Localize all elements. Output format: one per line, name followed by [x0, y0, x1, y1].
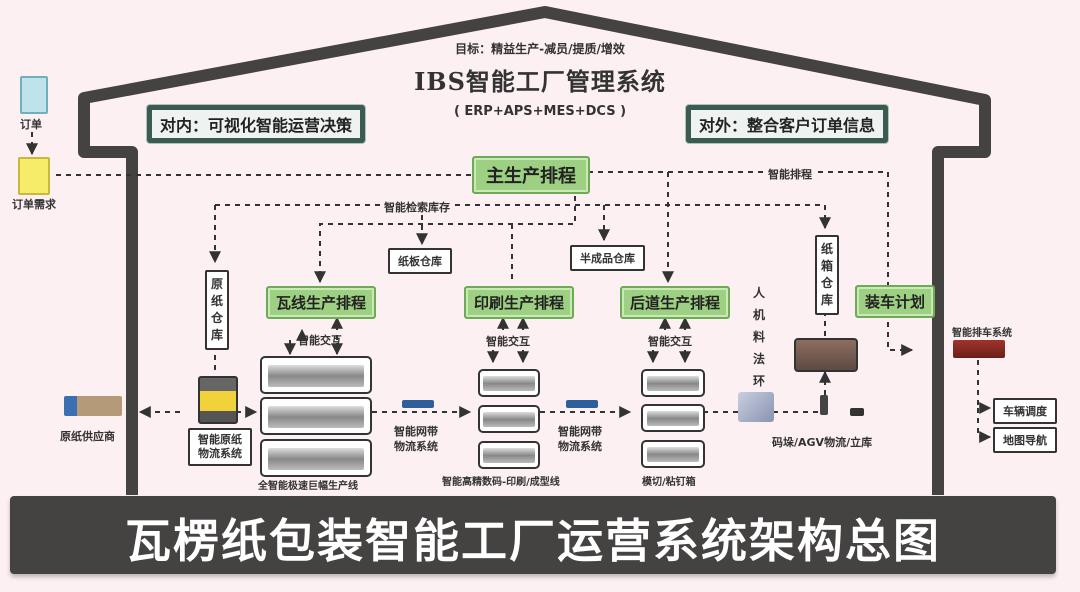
- mesh-belt-2-line2: 物流系统: [558, 440, 602, 453]
- finishing-line-label: 模切/粘钉箱: [642, 477, 696, 488]
- interaction-label-printing: 智能交互: [486, 335, 530, 348]
- loading-plan: 装车计划: [855, 285, 936, 318]
- palletizer-robot-icon: [738, 392, 774, 422]
- dispatch-system-label: 智能排车系统: [952, 328, 1012, 339]
- raw-paper-logistics-image: [198, 376, 238, 424]
- mesh-belt-icon-2: [566, 400, 598, 408]
- factors-label: 人机料法环: [752, 286, 765, 388]
- system-subtitle: ( ERP+APS+MES+DCS ): [453, 104, 627, 119]
- printing-machine-1: [478, 369, 540, 397]
- vehicle-dispatch-box: 车辆调度: [993, 398, 1057, 424]
- dispatch-truck-icon: [953, 340, 1005, 358]
- order-document-icon: [20, 76, 48, 114]
- external-order-box: 对外：整合客户订单信息: [686, 105, 889, 143]
- goal-text: 目标：精益生产-减员/提质/增效: [455, 42, 625, 56]
- order-label: 订单: [20, 118, 42, 131]
- board-warehouse: 纸板仓库: [388, 248, 452, 274]
- mesh-belt-icon: [402, 400, 434, 408]
- title-banner: [10, 496, 1056, 574]
- mesh-belt-1-line1: 智能网带: [394, 425, 438, 438]
- printing-machine-2: [478, 405, 540, 433]
- printing-machine-3: [478, 441, 540, 469]
- raw-paper-logistics-line2: 物流系统: [198, 447, 242, 460]
- interaction-label-corrugator: 智能交互: [298, 334, 342, 347]
- finishing-schedule: 后道生产排程: [620, 286, 731, 319]
- internal-decision-box: 对内：可视化智能运营决策: [147, 105, 366, 143]
- smart-schedule-label: 智能排程: [766, 166, 814, 182]
- mesh-belt-label-2: 智能网带 物流系统: [558, 424, 602, 454]
- mesh-belt-2-line1: 智能网带: [558, 425, 602, 438]
- corrugator-schedule: 瓦线生产排程: [266, 286, 377, 319]
- supplier-label: 原纸供应商: [60, 430, 115, 443]
- smart-inventory-label: 智能检索库存: [382, 199, 452, 215]
- supplier-truck-icon: [64, 396, 122, 416]
- carton-warehouse: 纸箱仓库: [815, 235, 839, 315]
- map-navigation-box: 地图导航: [993, 427, 1057, 453]
- finishing-machine-1: [641, 369, 705, 397]
- mesh-belt-1-line2: 物流系统: [394, 440, 438, 453]
- printing-schedule: 印刷生产排程: [464, 286, 575, 319]
- raw-paper-logistics-line1: 智能原纸: [198, 433, 242, 446]
- stacking-label: 码垛/AGV物流/立库: [772, 436, 873, 449]
- interaction-label-finishing: 智能交互: [648, 335, 692, 348]
- agv-cart-icon: [850, 408, 864, 416]
- corrugator-machine-2: [260, 397, 372, 435]
- system-title: IBS智能工厂管理系统: [414, 67, 666, 96]
- finishing-machine-2: [641, 404, 705, 432]
- finishing-machine-3: [641, 440, 705, 468]
- agv-icon: [820, 395, 828, 415]
- order-demand-icon: [18, 157, 50, 195]
- corrugator-machine-3: [260, 439, 372, 477]
- printing-line-label: 智能高精数码-印刷/成型线: [442, 477, 560, 488]
- mesh-belt-label-1: 智能网带 物流系统: [394, 424, 438, 454]
- main-production-schedule: 主生产排程: [472, 156, 590, 194]
- corrugator-machine-1: [260, 356, 372, 394]
- connectors: [26, 132, 992, 443]
- warehouse-storage-image: [794, 338, 858, 372]
- house-outline: [78, 6, 991, 495]
- order-demand-label: 订单需求: [12, 198, 56, 211]
- raw-paper-warehouse: 原纸仓库: [205, 270, 229, 350]
- corrugator-line-label: 全智能极速巨幅生产线: [258, 481, 358, 492]
- raw-paper-logistics-label: 智能原纸 物流系统: [188, 428, 252, 466]
- banner-title: 瓦楞纸包装智能工厂运营系统架构总图: [125, 514, 941, 568]
- semi-finished-warehouse: 半成品仓库: [570, 245, 645, 271]
